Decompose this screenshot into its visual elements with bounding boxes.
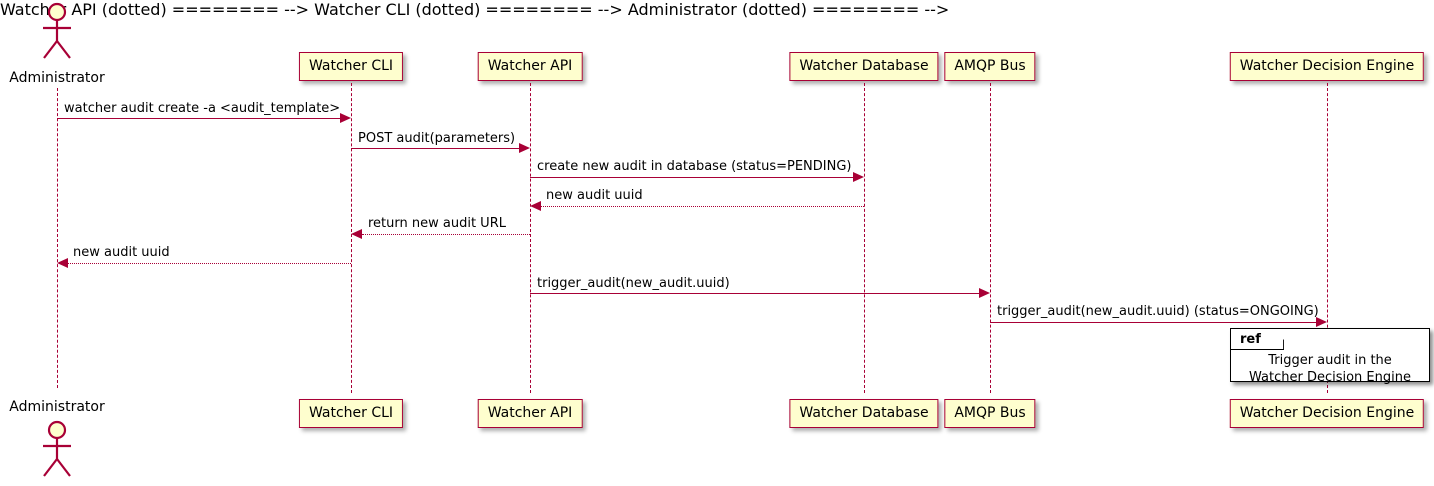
message-line-4	[541, 206, 864, 207]
ref-fragment-body: Trigger audit in the Watcher Decision En…	[1231, 352, 1429, 386]
participant-watcher-cli-top[interactable]: Watcher CLI	[298, 52, 404, 81]
message-arrowhead-4	[530, 201, 541, 211]
message-label-1: watcher audit create -a <audit_template>	[64, 101, 341, 116]
message-arrowhead-8	[1316, 317, 1327, 327]
lifeline-watcher-api	[530, 83, 531, 393]
message-label-7: trigger_audit(new_audit.uuid)	[537, 276, 730, 291]
message-arrowhead-3	[853, 172, 864, 182]
actor-administrator-top	[34, 2, 80, 60]
message-line-6	[68, 263, 351, 264]
actor-administrator-bottom	[34, 420, 80, 478]
message-label-8: trigger_audit(new_audit.uuid) (status=ON…	[997, 304, 1319, 319]
actor-stick-figure-icon	[43, 2, 71, 59]
ref-fragment: ref Trigger audit in the Watcher Decisio…	[1230, 328, 1430, 385]
actor-stick-figure-icon	[43, 420, 71, 477]
participant-amqp-bus-top[interactable]: AMQP Bus	[944, 52, 1036, 81]
participant-watcher-decision-engine-top[interactable]: Watcher Decision Engine	[1229, 52, 1425, 81]
participant-amqp-bus-bottom[interactable]: AMQP Bus	[944, 399, 1036, 428]
actor-label-administrator-top: Administrator	[9, 70, 105, 86]
participant-watcher-decision-engine-bottom[interactable]: Watcher Decision Engine	[1229, 399, 1425, 428]
message-line-2	[351, 148, 521, 149]
participant-watcher-database-bottom[interactable]: Watcher Database	[789, 399, 939, 428]
participant-watcher-cli-bottom[interactable]: Watcher CLI	[298, 399, 404, 428]
message-label-3: create new audit in database (status=PEN…	[537, 159, 852, 174]
message-label-4: new audit uuid	[546, 188, 643, 203]
ref-fragment-tab-label: ref	[1231, 329, 1284, 350]
lifeline-administrator	[57, 88, 58, 388]
message-arrowhead-1	[340, 113, 351, 123]
message-line-8	[990, 322, 1318, 323]
message-line-7	[530, 293, 981, 294]
ref-fragment-line-1: Trigger audit in the	[1268, 353, 1392, 368]
message-label-5: return new audit URL	[368, 216, 506, 231]
lifeline-amqp-bus	[990, 83, 991, 393]
lifeline-watcher-decision-engine	[1327, 83, 1328, 393]
participant-watcher-api-top[interactable]: Watcher API	[477, 52, 583, 81]
message-label-6: new audit uuid	[73, 245, 170, 260]
participant-watcher-api-bottom[interactable]: Watcher API	[477, 399, 583, 428]
participant-watcher-database-top[interactable]: Watcher Database	[789, 52, 939, 81]
message-line-3	[530, 177, 855, 178]
message-line-5	[362, 234, 530, 235]
message-label-2: POST audit(parameters)	[358, 131, 516, 146]
message-arrowhead-2	[519, 143, 530, 153]
message-arrowhead-6	[57, 258, 68, 268]
actor-label-administrator-bottom: Administrator	[9, 399, 105, 415]
message-arrowhead-5	[351, 229, 362, 239]
message-arrowhead-7	[979, 288, 990, 298]
ref-fragment-line-2: Watcher Decision Engine	[1249, 370, 1411, 385]
message-line-1	[57, 118, 342, 119]
lifeline-watcher-database	[864, 83, 865, 393]
